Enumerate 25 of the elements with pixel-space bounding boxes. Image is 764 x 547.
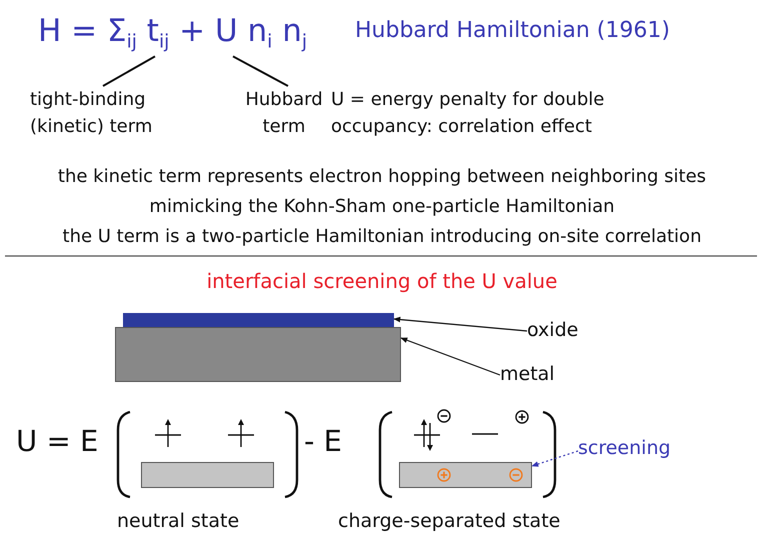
state-caption: neutral state [117,509,240,534]
explanation-text: mimicking the Kohn-Sham one-particle Hamiltonian [148,195,616,219]
leader-line [232,56,288,87]
layer-label: metal [500,360,555,388]
screening-label: screening [578,434,671,462]
equation-text: - E [304,423,342,460]
leader-line [102,56,156,87]
arrow [393,316,528,332]
equation-text: U = E [16,423,98,460]
slab [141,462,274,488]
section-heading: interfacial screening of the U value [206,268,558,295]
definition-text: U = energy penalty for double occupancy: correlation effect [331,88,606,139]
arrow [531,450,578,467]
title-label: Hubbard Hamiltonian (1961) [355,17,670,45]
metal-block [115,327,401,382]
explanation-text: the kinetic term represents electron hopping between neighboring sites [56,165,708,189]
explanation-text: the U term is a two-particle Hamiltonian introducing on-site correlation [62,225,702,249]
layer-label: oxide [527,316,578,344]
term-label: tight-binding (kinetic) term [30,86,170,140]
state-caption: charge-separated state [338,509,560,534]
oxide-layer [123,313,394,327]
formula: H = Σ$_{ij}$ t$_{ij}$ + U n$_{i}$ n$_{j}$ [38,8,308,56]
term-label: Hubbard term [240,86,328,140]
slab [399,462,532,488]
arrow [400,337,500,376]
